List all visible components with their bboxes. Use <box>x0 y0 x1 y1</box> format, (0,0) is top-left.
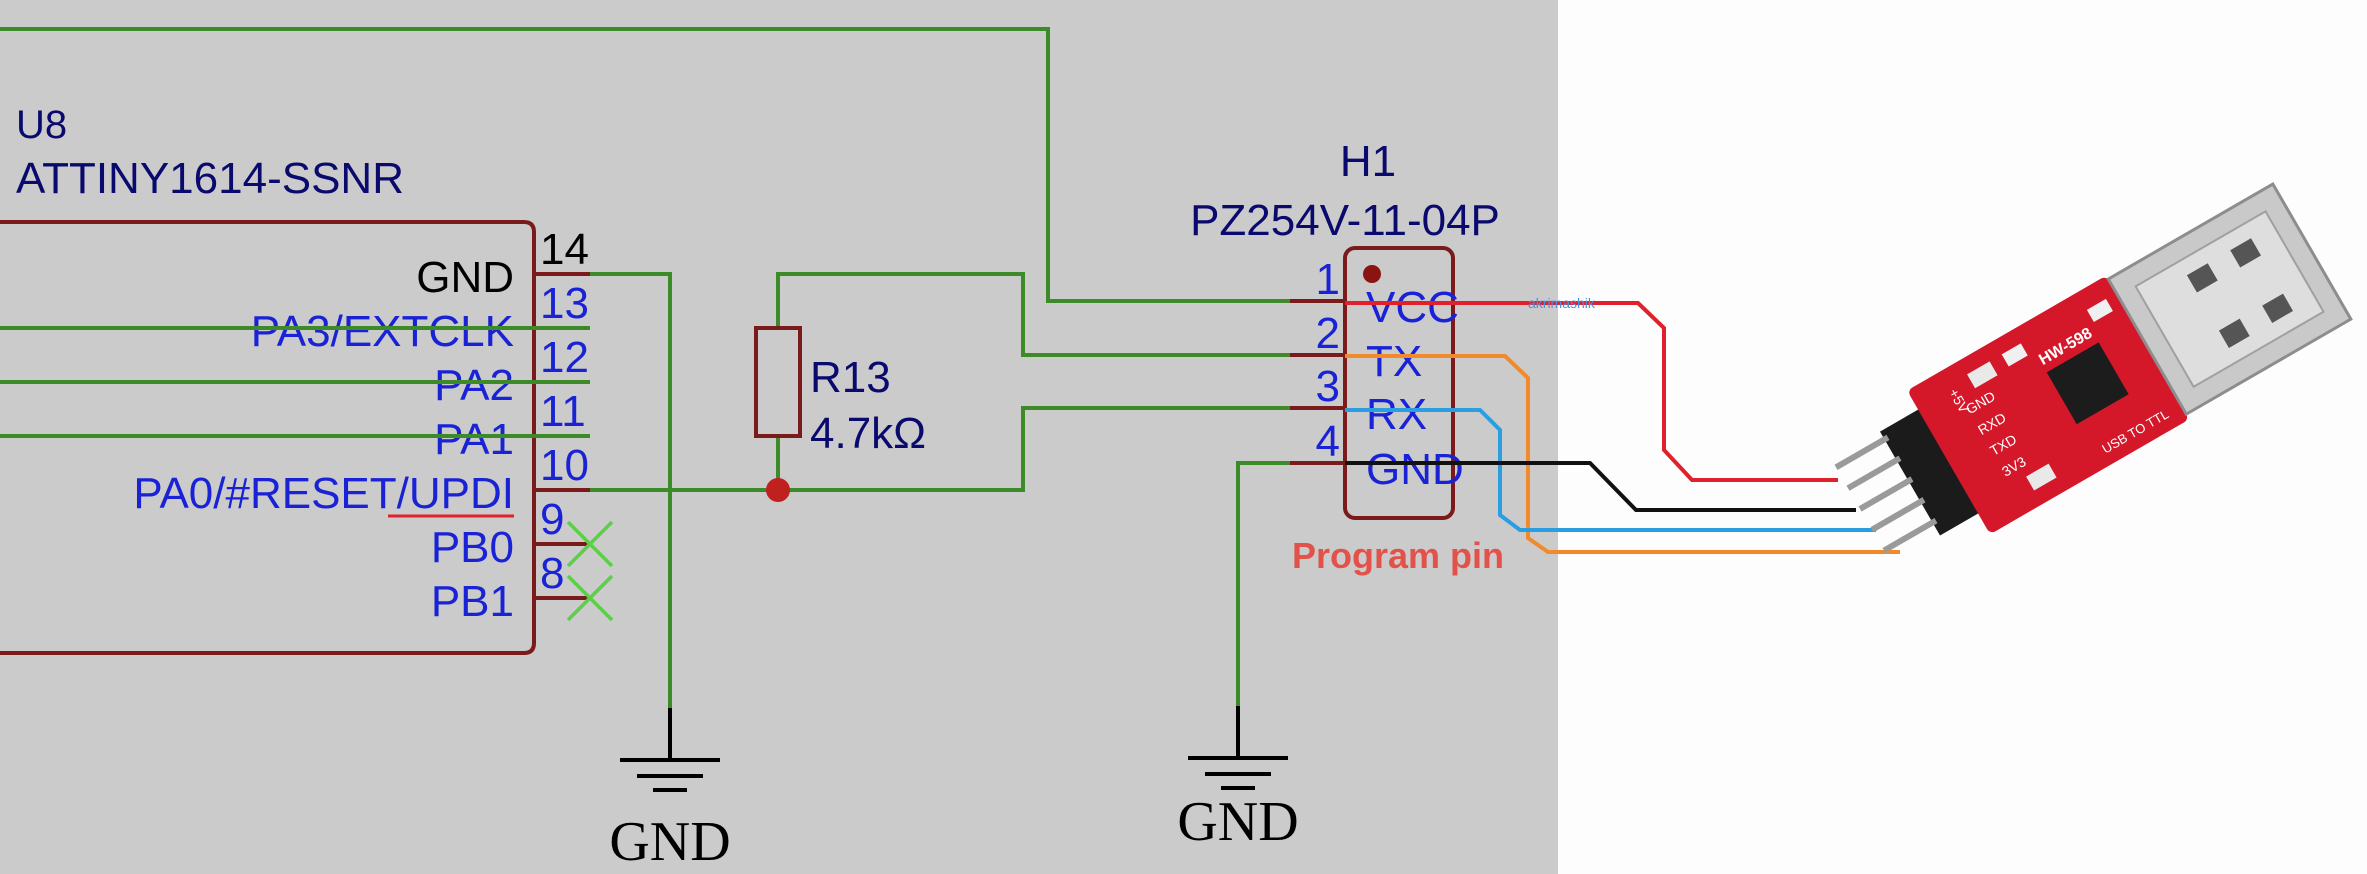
resistor-r13[interactable]: R13 4.7kΩ <box>754 326 926 458</box>
header-body <box>1343 246 1455 520</box>
pin-num-11: 11 <box>540 387 586 436</box>
resistor-value: 4.7kΩ <box>810 409 926 458</box>
wire-black-gnd <box>1345 461 1856 512</box>
ground-label: GND <box>609 811 730 873</box>
pin-name-pb1: PB1 <box>431 577 514 626</box>
pin-name-pa1: PA1 <box>434 415 514 464</box>
header-pin-num-3: 3 <box>1316 362 1340 411</box>
wire-chip-gnd <box>590 272 672 710</box>
wire-resistor-top-tx <box>776 272 1310 357</box>
pin-name-pa3: PA3/EXTCLK <box>251 307 514 356</box>
resistor-body <box>754 326 802 438</box>
wires <box>0 27 1310 710</box>
adapter-header-pins <box>1834 402 1991 554</box>
chip-ref: U8 <box>16 103 67 147</box>
pin-num-8: 8 <box>540 549 564 598</box>
header-pin-name-rx: RX <box>1366 390 1427 439</box>
header-ref: H1 <box>1340 137 1396 186</box>
watermark-text: akrimashik <box>1528 295 1596 311</box>
wire-blue-rx <box>1345 408 1876 532</box>
no-connect-pin-9 <box>566 520 614 568</box>
header-pin-num-4: 4 <box>1316 417 1340 466</box>
junction-dot <box>766 478 790 502</box>
header-pin-name-gnd: GND <box>1366 445 1464 494</box>
wire-red-vcc <box>1345 301 1838 482</box>
resistor-ref: R13 <box>810 353 891 402</box>
header-part-number: PZ254V-11-04P <box>1190 196 1500 245</box>
pin-num-10: 10 <box>540 441 589 490</box>
pin-num-9: 9 <box>540 495 564 544</box>
pin-num-13: 13 <box>540 279 589 328</box>
chip-part-number: ATTINY1614-SSNR <box>16 154 404 203</box>
header-h1[interactable]: H1 PZ254V-11-04P 1 2 3 4 VCC TX RX GND P… <box>1190 137 1504 576</box>
adapter-wires: akrimashik <box>1345 295 1900 554</box>
header-pin-num-2: 2 <box>1316 309 1340 358</box>
ground-label: GND <box>1177 791 1298 853</box>
wire-vcc-net <box>0 27 1310 303</box>
pin-name-pb0: PB0 <box>431 523 514 572</box>
pin1-marker <box>1363 265 1381 283</box>
pin-name-pa0-updi: PA0/#RESET/UPDI <box>133 469 514 518</box>
adapter-chip <box>2046 342 2129 425</box>
header-pin-name-tx: TX <box>1366 337 1422 386</box>
ground-symbol-1: GND <box>609 708 731 873</box>
wire-header-gnd <box>1236 461 1310 708</box>
header-pin-num-1: 1 <box>1316 255 1340 304</box>
no-connect-pin-8 <box>566 574 614 622</box>
usb-ttl-adapter: +5V GND RXD TXD 3V3 HW-598 USB TO TTL <box>1834 181 2353 554</box>
adapter-pcb <box>1909 277 2188 533</box>
wire-updi-rx <box>590 406 1310 492</box>
header-caption: Program pin <box>1292 535 1504 576</box>
pin-num-14: 14 <box>540 225 589 274</box>
ground-symbol-2: GND <box>1177 706 1299 853</box>
wire-orange-tx <box>1345 354 1900 554</box>
pin-num-12: 12 <box>540 333 589 382</box>
pin-name-gnd: GND <box>416 253 514 302</box>
pin-name-pa2: PA2 <box>434 361 514 410</box>
header-pin-name-vcc: VCC <box>1366 283 1459 332</box>
